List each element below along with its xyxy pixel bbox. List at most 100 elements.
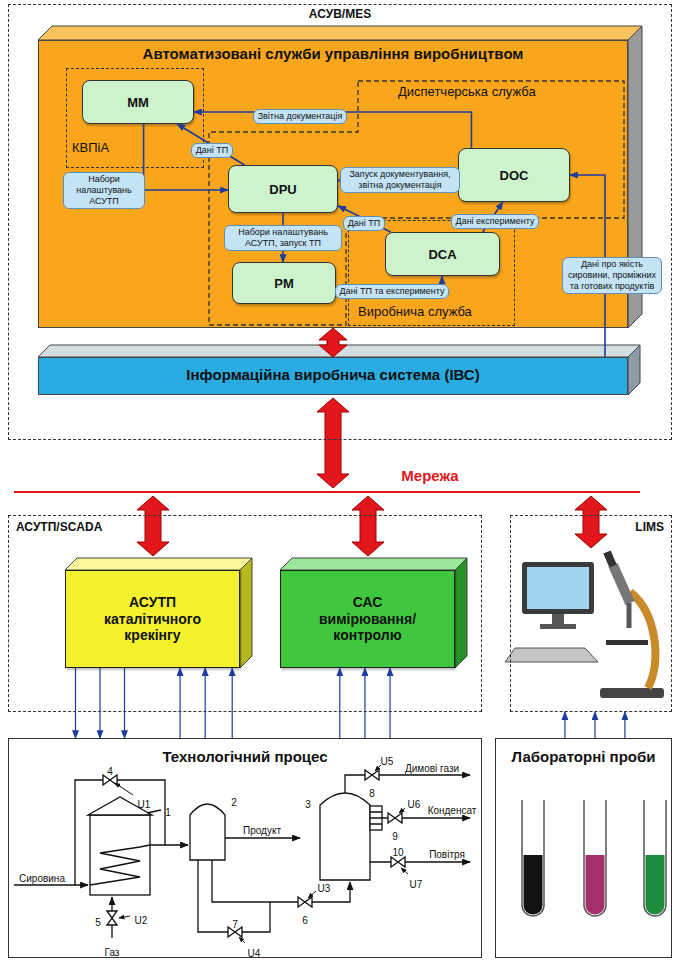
data-flow-connector (177, 124, 244, 165)
label-holder: Повітря (429, 844, 465, 862)
callout-number: 6 (302, 915, 308, 927)
label-holder: Димові гази (405, 758, 459, 776)
screen (527, 567, 589, 609)
label-holder: 9 (392, 826, 398, 844)
label-holder: 5 (95, 912, 101, 930)
edge-label-holder: Звітна документація (253, 105, 348, 124)
module-box: DPU (228, 165, 338, 213)
stream-label: Димові гази (405, 763, 459, 775)
data-flow-connector (564, 712, 565, 738)
box-top-face (280, 558, 467, 570)
edge-label: Набори налаштувань АСУТП (63, 172, 145, 209)
data-flow-connector (124, 668, 125, 738)
objective (627, 603, 632, 628)
label-holder: U2 (135, 910, 148, 928)
data-exchange-arrow (319, 328, 347, 357)
lims-computer (505, 562, 598, 662)
label-holder: 1 (165, 802, 171, 820)
microscope (600, 552, 664, 698)
panel-title: Автоматизовані служби управління виробни… (38, 45, 628, 62)
group-label: Виробнича служба (358, 304, 525, 319)
label-holder: U5 (381, 751, 394, 769)
edge-label-holder: Набори налаштувань АСУТП (63, 172, 145, 209)
furnace (90, 815, 150, 895)
test-tube (644, 800, 666, 916)
group-label: КВПіА (72, 140, 210, 155)
edge-label: Дані ТП (343, 216, 386, 231)
tube-liquid (524, 855, 543, 915)
module-name: DOC (500, 168, 529, 183)
leader-line (147, 810, 161, 813)
group-label: Диспетчерська служба (398, 84, 680, 99)
boundary-title: АСУТП/SCADA (16, 520, 490, 534)
test-tubes (522, 800, 666, 916)
lab-panel: Лабораторні проби (495, 738, 672, 958)
microscope-tube (613, 565, 630, 603)
label-holder: U1 (138, 794, 151, 812)
callout-number: 3 (305, 799, 311, 811)
data-flow-connector (179, 668, 180, 738)
edge-label: Дані про якість сировини, проміжних та г… (562, 257, 662, 294)
edge-label-holder: Дані про якість сировини, проміжних та г… (562, 257, 662, 294)
test-tube (522, 800, 544, 916)
network-bus (14, 491, 640, 493)
signal-name: U6 (408, 799, 421, 811)
module-name: PM (274, 276, 294, 291)
test-tube (584, 800, 606, 916)
system-band: Інформаційна виробнича система (ІВС) (38, 357, 628, 395)
edge-label-holder: Дані ТП та експерименту (335, 280, 450, 299)
signal-name: U4 (248, 948, 261, 960)
data-flow-connector (389, 668, 390, 738)
callout-number: 5 (95, 917, 101, 929)
microscope-base (600, 688, 664, 698)
edge-label-holder: Дані експерименту (451, 210, 540, 229)
module-name: DPU (269, 182, 296, 197)
module-name: DCA (428, 247, 456, 262)
double-arrow (317, 398, 349, 488)
data-flow-connector (624, 712, 625, 738)
valve (391, 857, 405, 867)
monitor (522, 562, 594, 614)
signal-arrow (115, 783, 133, 795)
box-side-face (240, 558, 252, 668)
double-arrow (137, 496, 169, 556)
label-holder: U4 (248, 943, 261, 961)
label-holder: 8 (369, 783, 375, 801)
system-boundary: АСУВ/MES Автоматизовані служби управління… (8, 4, 672, 440)
edge-label: Дані ТП (191, 143, 234, 158)
label-holder: 3 (305, 794, 311, 812)
heat-exchanger (370, 806, 382, 830)
data-flow-connector (99, 668, 100, 738)
label-holder: Сировина (19, 868, 65, 886)
boundary-title: АСУВ/MES (8, 7, 672, 21)
data-flow-connector (205, 668, 206, 738)
panel-title: Лабораторні проби (495, 748, 672, 765)
system-name: АСУТП каталітичного крекінгу (93, 594, 213, 644)
label-holder: U3 (318, 878, 331, 896)
service-group: КВПіАMM (66, 68, 204, 168)
label-holder: 7 (232, 914, 238, 932)
module-name: MM (127, 95, 149, 110)
callout-number: 2 (231, 797, 237, 809)
callout-number: 9 (392, 831, 398, 843)
data-flow-connector (338, 206, 391, 232)
signal-name: U2 (135, 915, 148, 927)
band-top-face (38, 345, 640, 357)
label-holder: Мережа (401, 467, 458, 485)
stream-label: Газ (105, 947, 120, 959)
system-boundary: LIMS (510, 515, 672, 712)
module-box: MM (82, 80, 194, 124)
edge-label: Звітна документація (253, 109, 348, 124)
signal-name: U1 (138, 799, 151, 811)
module-box: DCA (385, 232, 500, 276)
double-arrow (575, 496, 607, 548)
panel-top-face (38, 26, 642, 40)
edge-label: Дані експерименту (451, 214, 540, 229)
microscope-stage (606, 640, 648, 645)
band-side-face (628, 345, 640, 395)
outlet-line (150, 844, 188, 845)
box-side-face (455, 558, 467, 668)
keyboard (505, 648, 598, 662)
signal-name: U3 (318, 883, 331, 895)
tube-liquid (646, 855, 665, 915)
